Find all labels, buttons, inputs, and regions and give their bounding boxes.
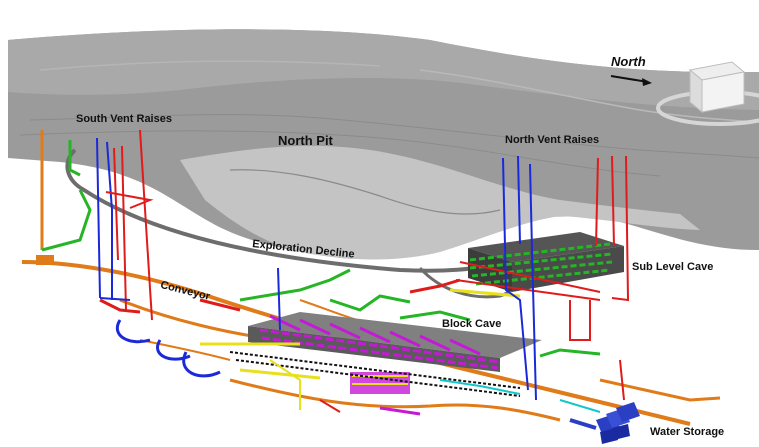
misc-drifts (36, 255, 601, 416)
label-sub-level-cave: Sub Level Cave (632, 261, 714, 273)
sub-level-cave (449, 232, 624, 301)
label-north-vent-raises: North Vent Raises (505, 134, 600, 146)
label-block-cave: Block Cave (442, 318, 502, 330)
water-storage-tanks (569, 402, 640, 444)
north-label: North (611, 54, 646, 69)
label-south-vent-raises: South Vent Raises (76, 113, 172, 125)
green-drifts (41, 140, 471, 322)
pit-surface (8, 29, 759, 260)
label-water-storage: Water Storage (650, 426, 725, 438)
south-vent-raises (96, 129, 154, 321)
exploration-decline (65, 148, 501, 273)
north-vent-raises (277, 155, 630, 401)
label-north-pit: North Pit (278, 133, 333, 148)
view-cube[interactable] (688, 61, 746, 114)
north-arrow-icon (610, 75, 652, 86)
block-cave (200, 294, 601, 397)
